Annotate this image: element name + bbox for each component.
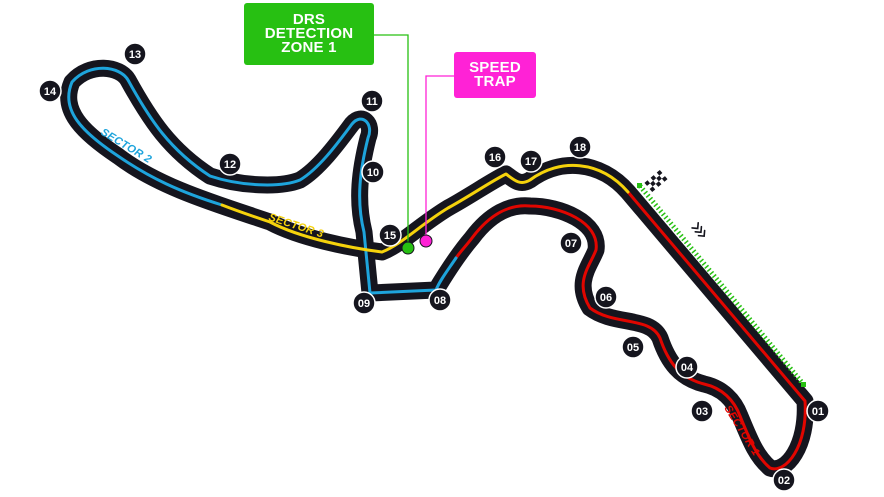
turn-badge-circle: [360, 89, 384, 113]
drs-connector-line: [372, 34, 409, 246]
turn-badge-14: 14: [38, 79, 62, 103]
turn-number: 05: [627, 342, 639, 354]
turn-badge-17: 17: [519, 149, 543, 173]
turn-number: 18: [574, 142, 586, 154]
turn-badge-11: 11: [360, 89, 384, 113]
turn-badge-08: 08: [428, 288, 452, 312]
turn-number: 10: [367, 167, 379, 179]
sector-3-line: [220, 163, 630, 254]
turn-badge-01: 01: [806, 399, 830, 423]
turn-number: 04: [681, 362, 694, 374]
turn-badge-circle: [123, 42, 147, 66]
turn-badge-09: 09: [352, 291, 376, 315]
turn-badge-circle: [568, 135, 592, 159]
turn-badge-18: 18: [568, 135, 592, 159]
turn-number: 13: [129, 49, 141, 61]
sector-2-line: [67, 66, 458, 295]
turn-badge-circle: [483, 145, 507, 169]
turn-badge-16: 16: [483, 145, 507, 169]
turn-number: 15: [384, 230, 396, 242]
drs-detection-point: [401, 241, 415, 255]
turn-badge-15: 15: [378, 223, 402, 247]
drs-line-1: DRS: [292, 11, 326, 28]
turn-badges: 01 02 03 04 05 06 07 08 09 10 11 12 13 14 15 16 17 18: [38, 42, 830, 492]
checkered-flag-icon: [644, 169, 668, 193]
speed-trap-connector-line: [425, 75, 456, 239]
turn-badge-circle: [690, 399, 714, 423]
speed-trap-callout: SPEED TRAP: [454, 52, 536, 98]
turn-badge-circle: [378, 223, 402, 247]
turn-badge-circle: [428, 288, 452, 312]
drs-line-3: ZONE 1: [281, 39, 337, 56]
turn-badge-12: 12: [218, 152, 242, 176]
turn-badge-circle: [806, 399, 830, 423]
turn-number: 06: [600, 292, 612, 304]
turn-badge-circle: [38, 79, 62, 103]
turn-number: 03: [696, 406, 708, 418]
turn-number: 11: [366, 96, 378, 108]
turn-number: 16: [489, 152, 501, 164]
drs-line-2: DETECTION: [264, 25, 354, 42]
sector-1-line: [454, 190, 807, 471]
turn-number: 01: [812, 406, 824, 418]
turn-badge-07: 07: [559, 231, 583, 255]
turn-badge-circle: [621, 335, 645, 359]
turn-badge-05: 05: [621, 335, 645, 359]
speed-trap-line-2: TRAP: [474, 73, 516, 90]
turn-badge-circle: [218, 152, 242, 176]
turn-badge-13: 13: [123, 42, 147, 66]
turn-badge-04: 04: [675, 355, 699, 379]
turn-number: 02: [778, 475, 790, 487]
turn-badge-circle: [352, 291, 376, 315]
turn-number: 07: [565, 238, 577, 250]
turn-number: 08: [434, 295, 446, 307]
turn-number: 17: [525, 156, 537, 168]
turn-badge-03: 03: [690, 399, 714, 423]
start-finish-marker-end: [637, 183, 642, 188]
turn-badge-circle: [594, 285, 618, 309]
turn-badge-02: 02: [772, 468, 796, 492]
turn-badge-10: 10: [361, 160, 385, 184]
turn-badge-06: 06: [594, 285, 618, 309]
turn-number: 09: [358, 298, 370, 310]
turn-badge-circle: [772, 468, 796, 492]
turn-badge-circle: [559, 231, 583, 255]
start-finish-marker: [638, 184, 806, 387]
drs-detection-zone-callout: DRS DETECTION ZONE 1: [244, 3, 374, 65]
speed-trap-point: [419, 234, 433, 248]
direction-chevrons-icon: [691, 222, 706, 237]
turn-badge-circle: [519, 149, 543, 173]
start-finish-marker-end-2: [801, 382, 806, 387]
turn-badge-circle: [675, 355, 699, 379]
turn-number: 14: [44, 86, 57, 98]
speed-trap-line-1: SPEED: [469, 59, 521, 76]
turn-badge-circle: [361, 160, 385, 184]
turn-number: 12: [224, 159, 236, 171]
